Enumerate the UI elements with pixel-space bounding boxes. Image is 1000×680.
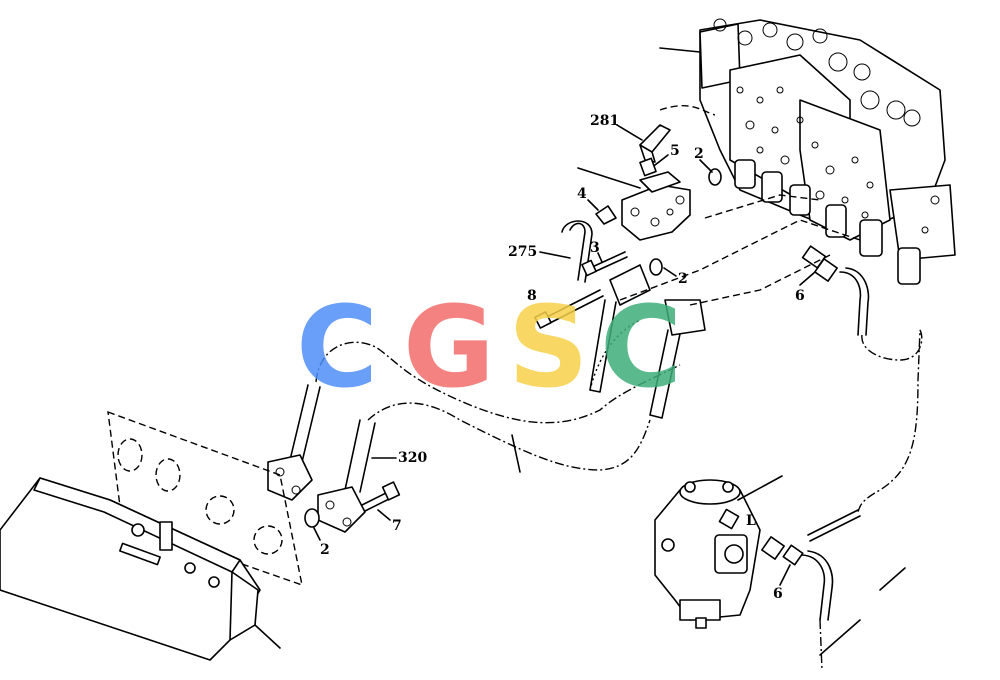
bracket-block [577, 167, 691, 241]
hose-left-a [267, 384, 321, 501]
part-labels: 281 5 2 4 275 3 2 8 6 320 7 2 L 6 [320, 113, 805, 602]
mounting-plate-outline [107, 410, 303, 587]
hose-pair-center [589, 264, 706, 419]
tee-fitting-6-upper [799, 245, 870, 336]
label-320: 320 [398, 450, 427, 466]
label-L: L [746, 513, 756, 529]
label-6-upper: 6 [795, 288, 805, 304]
fitting-4 [587, 199, 617, 225]
label-2-top: 2 [694, 146, 704, 162]
label-5: 5 [670, 143, 680, 159]
hose-routing-lines [315, 105, 923, 671]
cgsc-watermark: C G S C [296, 283, 682, 413]
adapter-5 [639, 154, 669, 177]
label-8: 8 [527, 288, 537, 304]
steering-valve [654, 475, 783, 629]
bolt-8 [534, 289, 604, 329]
tee-fitting-6-lower [761, 509, 861, 621]
label-2-left: 2 [320, 542, 330, 558]
fitting-281 [616, 124, 671, 163]
control-valve-assembly [659, 18, 956, 285]
watermark-letter-c1: C [296, 283, 378, 413]
bolt-3 [581, 251, 628, 277]
housing-cover [0, 477, 281, 661]
bolt-7 [361, 481, 401, 521]
label-4: 4 [577, 186, 587, 202]
hose-275 [539, 220, 593, 283]
label-281: 281 [590, 113, 619, 129]
watermark-letter-c2: C [600, 283, 682, 413]
label-2-mid: 2 [678, 271, 688, 287]
watermark-letter-g: G [403, 283, 495, 413]
watermark-letter-s: S [508, 283, 589, 413]
label-275: 275 [508, 244, 537, 260]
label-3: 3 [590, 240, 600, 256]
o-ring-2-top [699, 159, 722, 186]
label-7: 7 [392, 518, 402, 534]
o-ring-2-left [304, 508, 321, 541]
o-ring-2-mid [649, 258, 677, 277]
label-6-lower: 6 [773, 586, 783, 602]
